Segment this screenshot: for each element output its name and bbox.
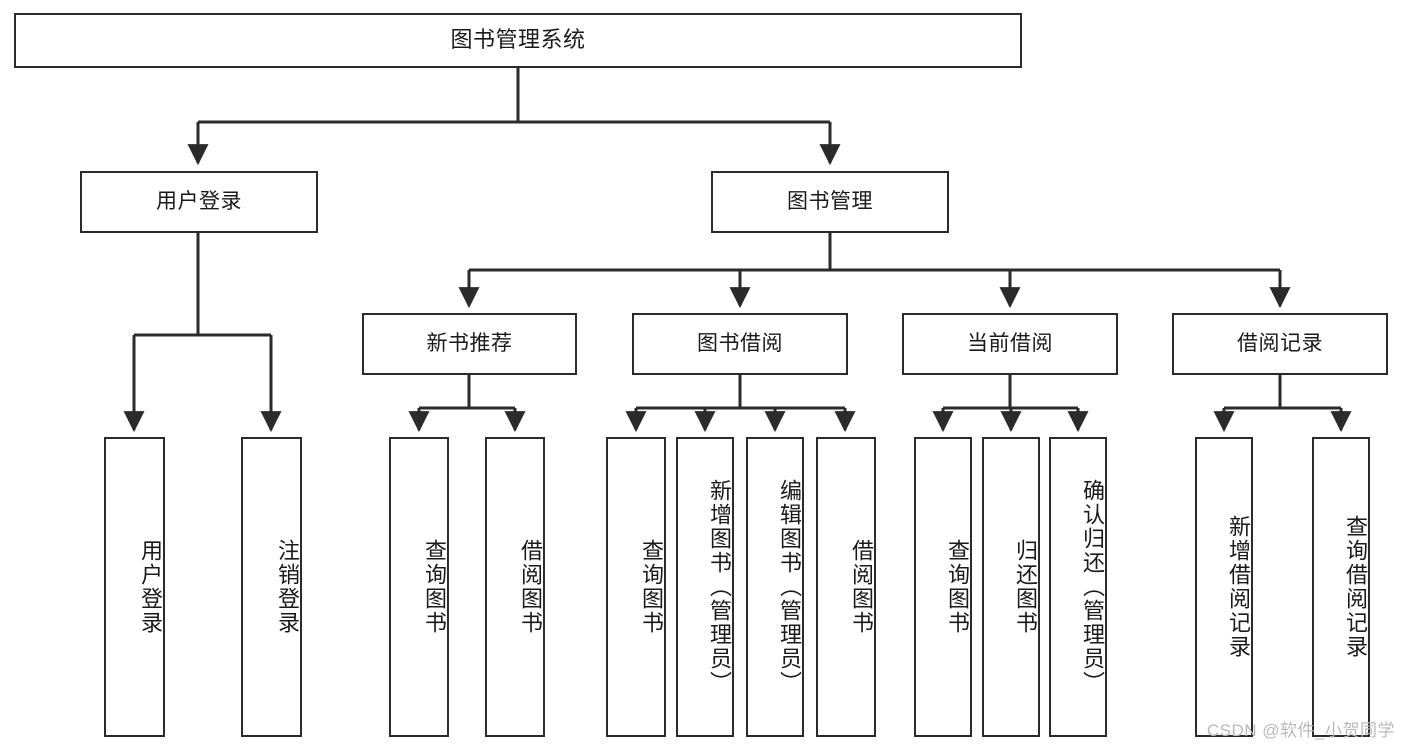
node-new-book-recommend[interactable]: 新书推荐: [362, 313, 577, 375]
node-book-borrow-label: 图书借阅: [697, 332, 783, 356]
leaf-label: 确认归还（管理员）: [1080, 479, 1105, 695]
leaf-borrow-record-query[interactable]: 查询借阅记录: [1312, 437, 1370, 737]
leaf-label: 查询借阅记录: [1343, 515, 1368, 659]
leaf-user-login-login[interactable]: 用户登录: [104, 437, 165, 737]
leaf-label: 新增图书（管理员）: [707, 479, 732, 695]
leaf-current-borrow-return[interactable]: 归还图书: [982, 437, 1040, 737]
leaf-user-login-logout[interactable]: 注销登录: [241, 437, 302, 737]
leaf-label: 借阅图书: [849, 539, 874, 635]
csdn-watermark: CSDN @软件_小贺同学: [1206, 721, 1395, 740]
node-root-system[interactable]: 图书管理系统: [14, 13, 1022, 68]
leaf-label: 查询图书: [945, 539, 970, 635]
leaf-current-borrow-query[interactable]: 查询图书: [914, 437, 972, 737]
leaf-new-book-query[interactable]: 查询图书: [389, 437, 449, 737]
node-root-label: 图书管理系统: [450, 27, 586, 53]
leaf-label: 借阅图书: [518, 539, 543, 635]
leaf-book-borrow-borrow[interactable]: 借阅图书: [816, 437, 876, 737]
leaf-book-borrow-query[interactable]: 查询图书: [606, 437, 666, 737]
leaf-label: 注销登录: [275, 539, 300, 635]
node-user-login[interactable]: 用户登录: [80, 171, 318, 233]
leaf-current-borrow-confirm-return[interactable]: 确认归还（管理员）: [1049, 437, 1107, 737]
leaf-new-book-borrow[interactable]: 借阅图书: [485, 437, 545, 737]
node-borrow-record[interactable]: 借阅记录: [1172, 313, 1388, 375]
node-book-management-label: 图书管理: [787, 190, 873, 214]
node-current-borrow-label: 当前借阅: [967, 332, 1053, 356]
node-borrow-record-label: 借阅记录: [1237, 332, 1323, 356]
leaf-label: 新增借阅记录: [1226, 515, 1251, 659]
leaf-label: 归还图书: [1013, 539, 1038, 635]
node-new-book-recommend-label: 新书推荐: [426, 332, 513, 356]
node-current-borrow[interactable]: 当前借阅: [902, 313, 1118, 375]
leaf-label: 用户登录: [138, 539, 163, 635]
node-user-login-label: 用户登录: [156, 190, 242, 214]
leaf-label: 查询图书: [422, 539, 447, 635]
leaf-book-borrow-edit[interactable]: 编辑图书（管理员）: [746, 437, 804, 737]
leaf-label: 编辑图书（管理员）: [777, 479, 802, 695]
leaf-label: 查询图书: [639, 539, 664, 635]
leaf-borrow-record-add[interactable]: 新增借阅记录: [1195, 437, 1253, 737]
node-book-management[interactable]: 图书管理: [711, 171, 949, 233]
leaf-book-borrow-add[interactable]: 新增图书（管理员）: [676, 437, 734, 737]
node-book-borrow[interactable]: 图书借阅: [632, 313, 848, 375]
